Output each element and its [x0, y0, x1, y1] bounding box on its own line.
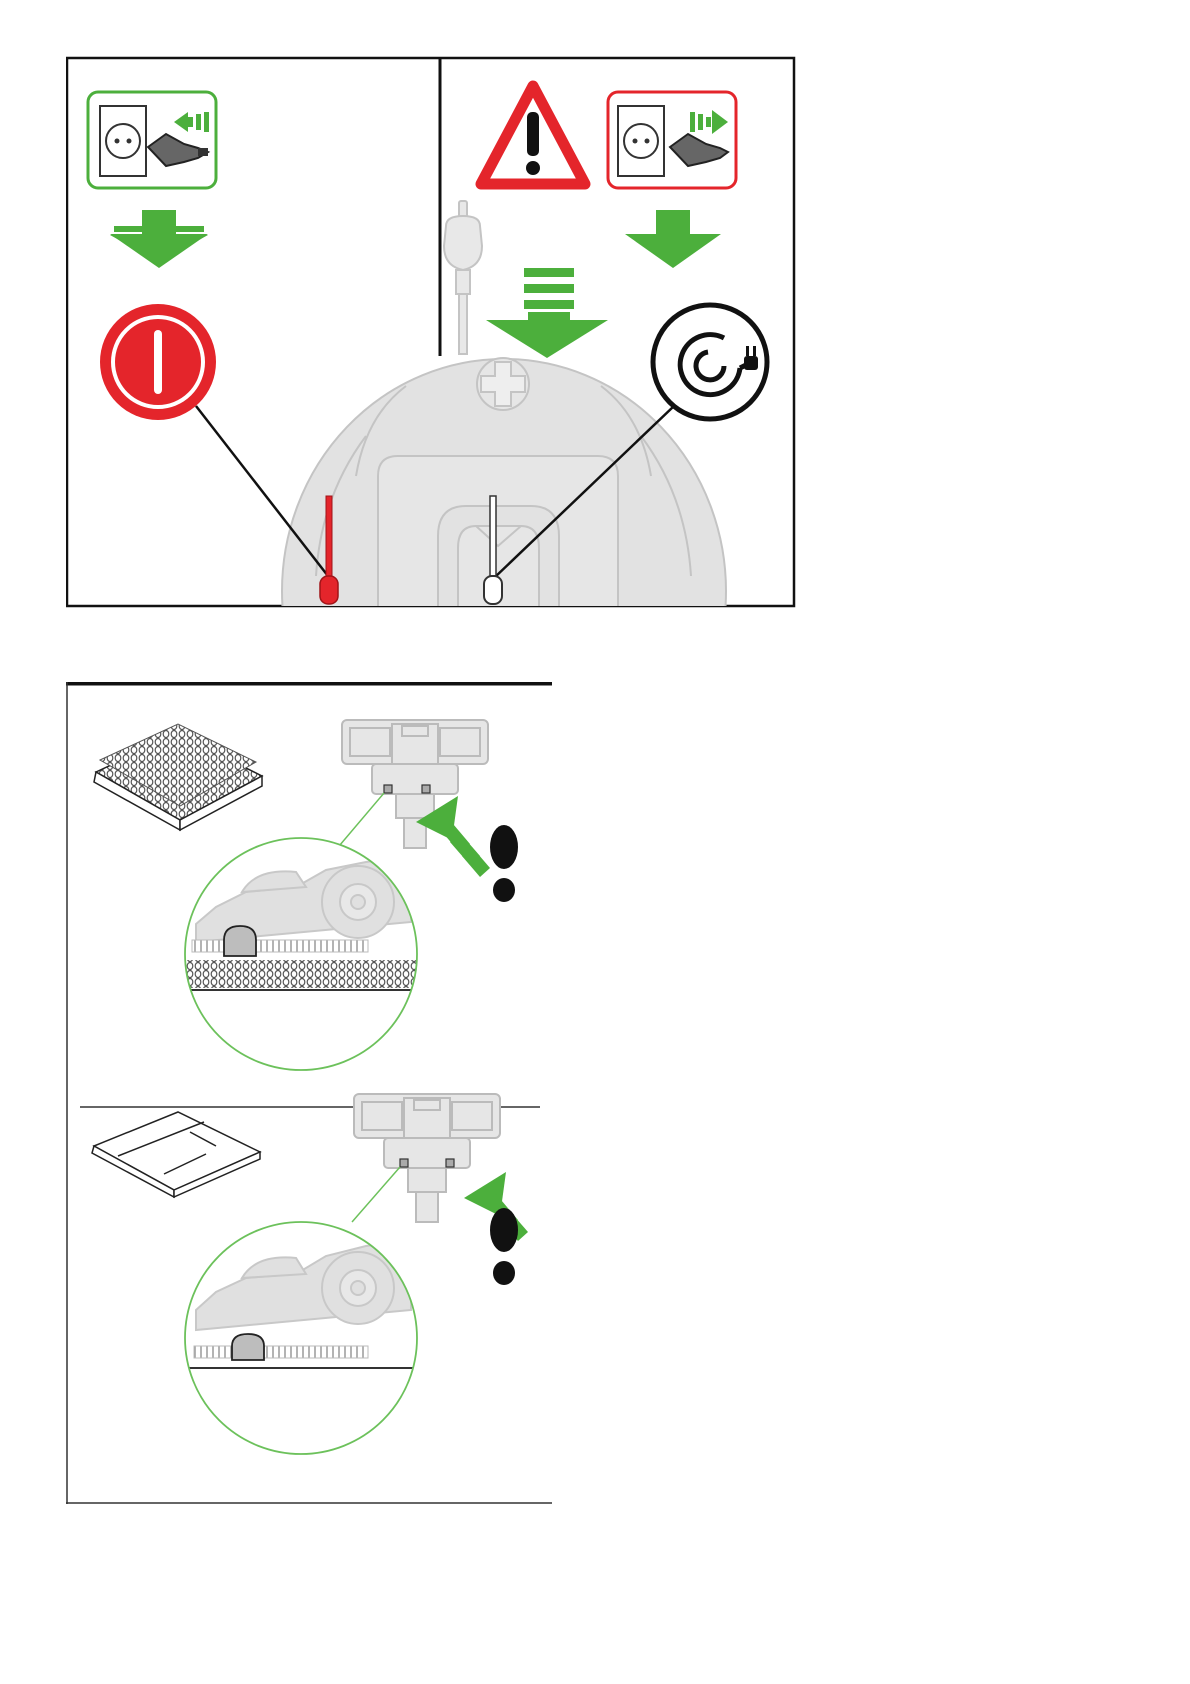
plug-out-socket-icon — [608, 92, 736, 188]
wheel-marker-right — [422, 785, 430, 793]
footprint-icon — [490, 1208, 518, 1285]
power-button-icon — [100, 304, 216, 420]
hard-floor-tiles-icon — [92, 1112, 260, 1197]
wheel-marker-left — [384, 785, 392, 793]
carpet-tile-icon — [94, 724, 262, 830]
zoom-circle-carpet — [176, 838, 436, 1070]
floor-setting-figure — [66, 682, 552, 1504]
zoom-circle-hard-floor — [176, 1222, 436, 1454]
wheel-marker-left — [400, 1159, 408, 1167]
vacuum-head-top-view — [342, 720, 488, 848]
wheel-marker-right — [446, 1159, 454, 1167]
footprint-icon — [490, 825, 518, 902]
power-indicator-figure — [66, 56, 796, 608]
charging-cable-icon — [653, 305, 767, 419]
plug-in-socket-icon — [88, 92, 216, 188]
